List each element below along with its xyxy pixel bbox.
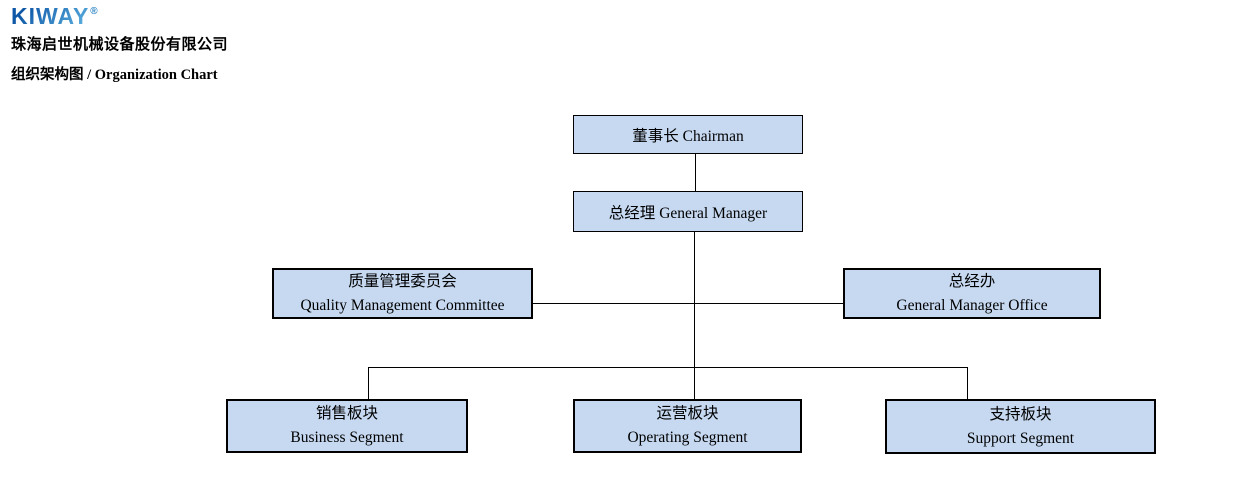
kiway-logo: KIWAY®: [11, 3, 98, 30]
org-node-general-manager-label-en: General Manager: [659, 204, 768, 222]
org-node-quality-management-committee: 质量管理委员会 Quality Management Committee: [272, 268, 533, 319]
org-node-business-segment: 销售板块 Business Segment: [226, 399, 468, 453]
org-node-business-segment-label-zh: 销售板块: [315, 405, 378, 422]
org-node-gmo-label-en: General Manager Office: [896, 296, 1048, 314]
org-node-support-segment-label-zh: 支持板块: [989, 405, 1052, 423]
connector-qmc-to-gmo: [533, 303, 843, 304]
org-node-support-segment: 支持板块 Support Segment: [885, 399, 1156, 454]
chart-title: 组织架构图 / Organization Chart: [11, 67, 218, 83]
connector-segment-bar: [368, 367, 968, 368]
connector-bar-to-business-segment: [368, 367, 369, 399]
company-name: 珠海启世机械设备股份有限公司: [11, 37, 229, 53]
org-node-qmc-label-zh: 质量管理委员会: [348, 272, 457, 290]
connector-chairman-to-gm: [695, 154, 696, 191]
org-node-chairman-label-en: Chairman: [682, 127, 744, 145]
org-node-gmo-label-zh: 总经办: [948, 272, 996, 290]
org-node-chairman-label: 董事长 Chairman: [632, 124, 744, 146]
org-node-operating-segment-label-en: Operating Segment: [627, 429, 748, 446]
org-node-general-manager-label-zh: 总经理: [608, 204, 656, 222]
connector-gm-to-segments: [694, 231, 695, 399]
kiway-logo-text: KIWAY: [11, 3, 90, 29]
org-node-support-segment-label-en: Support Segment: [966, 429, 1075, 447]
org-node-operating-segment: 运营板块 Operating Segment: [573, 399, 802, 453]
registered-trademark-icon: ®: [90, 6, 98, 17]
org-node-general-manager: 总经理 General Manager: [573, 191, 803, 232]
org-node-qmc-label-en: Quality Management Committee: [300, 296, 505, 314]
org-node-operating-segment-label-zh: 运营板块: [656, 405, 719, 422]
org-node-general-manager-label: 总经理 General Manager: [609, 201, 767, 223]
org-node-general-manager-office: 总经办 General Manager Office: [843, 268, 1101, 319]
org-node-chairman-label-zh: 董事长: [632, 127, 679, 145]
org-node-business-segment-label-en: Business Segment: [290, 429, 404, 446]
org-node-chairman: 董事长 Chairman: [573, 115, 803, 154]
connector-bar-to-support-segment: [967, 367, 968, 399]
